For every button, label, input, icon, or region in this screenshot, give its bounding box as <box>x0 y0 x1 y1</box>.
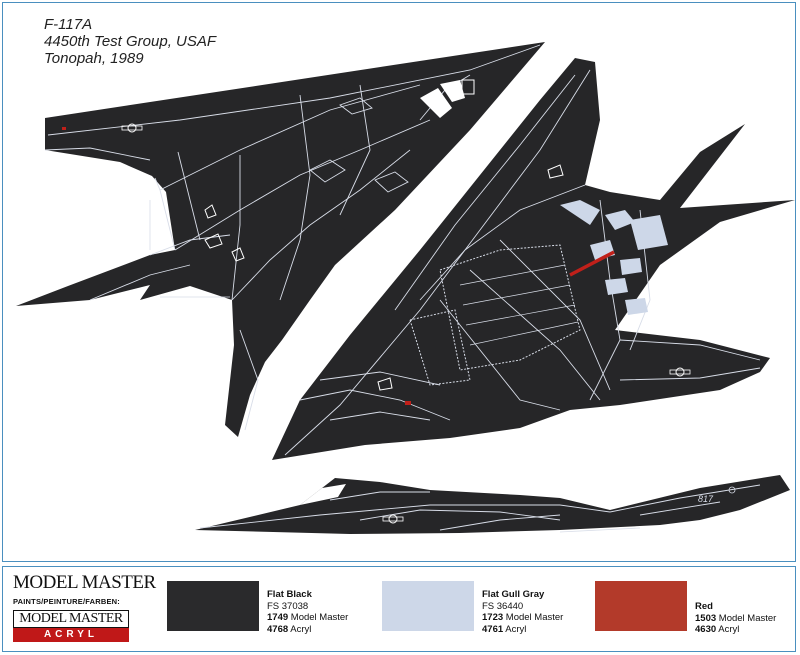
aircraft-unit: 4450th Test Group, USAF <box>44 33 217 50</box>
color-chip <box>595 581 687 631</box>
top-view <box>16 42 545 437</box>
bottom-view <box>272 58 795 460</box>
bottom-view-roundel <box>675 367 685 377</box>
side-view-roundel <box>388 514 398 524</box>
aircraft-location-year: Tonopah, 1989 <box>44 50 144 67</box>
bottom-view-exhaust-area <box>560 200 668 315</box>
color-info: Flat Black FS 37038 1749 Model Master 47… <box>267 589 349 635</box>
aircraft-views: 817 <box>16 42 795 534</box>
bottom-view-silhouette <box>272 58 795 460</box>
side-view-tail-number: 817 <box>698 494 714 504</box>
color-info: Flat Gull Gray FS 36440 1723 Model Maste… <box>482 589 564 635</box>
brand-paints-label: PAINTS/PEINTURE/FARBEN: <box>13 597 120 606</box>
paint-legend: MODEL MASTER PAINTS/PEINTURE/FARBEN: MOD… <box>2 566 796 652</box>
bottom-view-weapons-bay <box>409 244 581 386</box>
side-view-panel-lines <box>199 484 761 531</box>
color-chip <box>167 581 259 631</box>
bottom-view-red-stripe <box>569 250 615 277</box>
color-chip <box>382 581 474 631</box>
side-view-silhouette <box>195 475 790 534</box>
top-view-silhouette <box>16 42 545 437</box>
color-info: Red 1503 Model Master 4630 Acryl <box>695 601 777 635</box>
brand-acryl-top: MODEL MASTER <box>13 610 129 628</box>
brand-acryl-bottom: ACRYL <box>13 628 129 642</box>
top-view-roundel <box>127 123 137 133</box>
brand-logo-text: MODEL MASTER <box>13 572 156 593</box>
side-view-canopy <box>300 484 346 505</box>
side-view: 817 <box>195 475 790 534</box>
aircraft-model: F-117A <box>44 16 93 33</box>
aircraft-caption: F-117A 4450th Test Group, USAF Tonopah, … <box>44 16 216 67</box>
top-view-canopy-glass <box>420 88 452 118</box>
brand-block: MODEL MASTER PAINTS/PEINTURE/FARBEN: MOD… <box>13 572 156 642</box>
top-view-panel-lines <box>44 44 541 431</box>
drawing-frame <box>2 2 796 562</box>
brand-acryl-logo: MODEL MASTER ACRYL <box>13 610 129 642</box>
